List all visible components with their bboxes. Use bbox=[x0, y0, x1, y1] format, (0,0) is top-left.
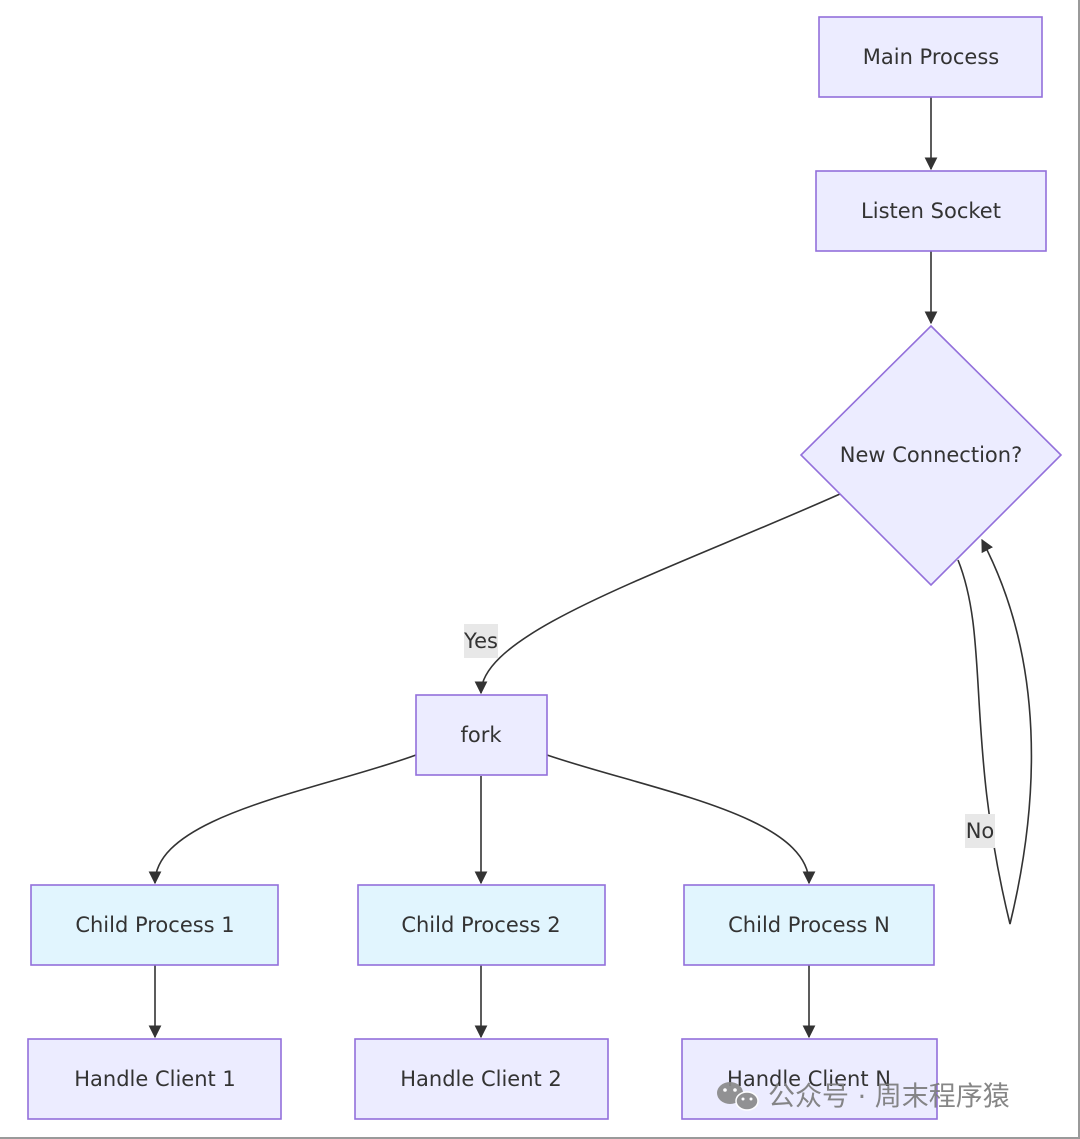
edge-label-no: No bbox=[965, 814, 995, 848]
node-handle-client-2: Handle Client 2 bbox=[354, 1038, 609, 1120]
node-handle-client-n: Handle Client N bbox=[681, 1038, 938, 1120]
edge-decision-yes-to-fork bbox=[474, 493, 841, 695]
node-fork: fork bbox=[415, 694, 548, 776]
node-handle-client-2-label: Handle Client 2 bbox=[400, 1067, 562, 1091]
watermark-text: 公众号 · 周末程序猿 bbox=[768, 1082, 1010, 1113]
node-child-process-n-label: Child Process N bbox=[728, 913, 890, 937]
node-main-process-label: Main Process bbox=[863, 45, 999, 69]
node-child-process-n: Child Process N bbox=[683, 884, 935, 966]
node-new-connection-label: New Connection? bbox=[840, 443, 1022, 467]
wechat-icon bbox=[717, 1082, 759, 1111]
edge-fork-to-child-n bbox=[546, 754, 816, 885]
edge-label-yes: Yes bbox=[463, 624, 498, 658]
node-new-connection-decision: New Connection? bbox=[799, 324, 1063, 587]
node-child-process-2-label: Child Process 2 bbox=[401, 913, 560, 937]
node-fork-label: fork bbox=[460, 723, 502, 747]
node-handle-client-1: Handle Client 1 bbox=[27, 1038, 282, 1120]
edge-decision-no-loop bbox=[957, 538, 1033, 925]
node-main-process: Main Process bbox=[818, 16, 1043, 98]
edge-label-no-text: No bbox=[966, 819, 995, 843]
node-child-process-2: Child Process 2 bbox=[357, 884, 606, 966]
node-child-process-1-label: Child Process 1 bbox=[75, 913, 234, 937]
node-listen-socket-label: Listen Socket bbox=[861, 199, 1001, 223]
edge-label-yes-text: Yes bbox=[463, 629, 498, 653]
node-handle-client-1-label: Handle Client 1 bbox=[74, 1067, 236, 1091]
watermark: 公众号 · 周末程序猿 bbox=[717, 1082, 1010, 1113]
edges bbox=[148, 97, 1033, 1039]
node-child-process-1: Child Process 1 bbox=[30, 884, 279, 966]
node-listen-socket: Listen Socket bbox=[815, 170, 1047, 252]
node-handle-client-n-label: Handle Client N bbox=[727, 1067, 891, 1091]
edge-fork-to-child-1 bbox=[148, 754, 417, 885]
